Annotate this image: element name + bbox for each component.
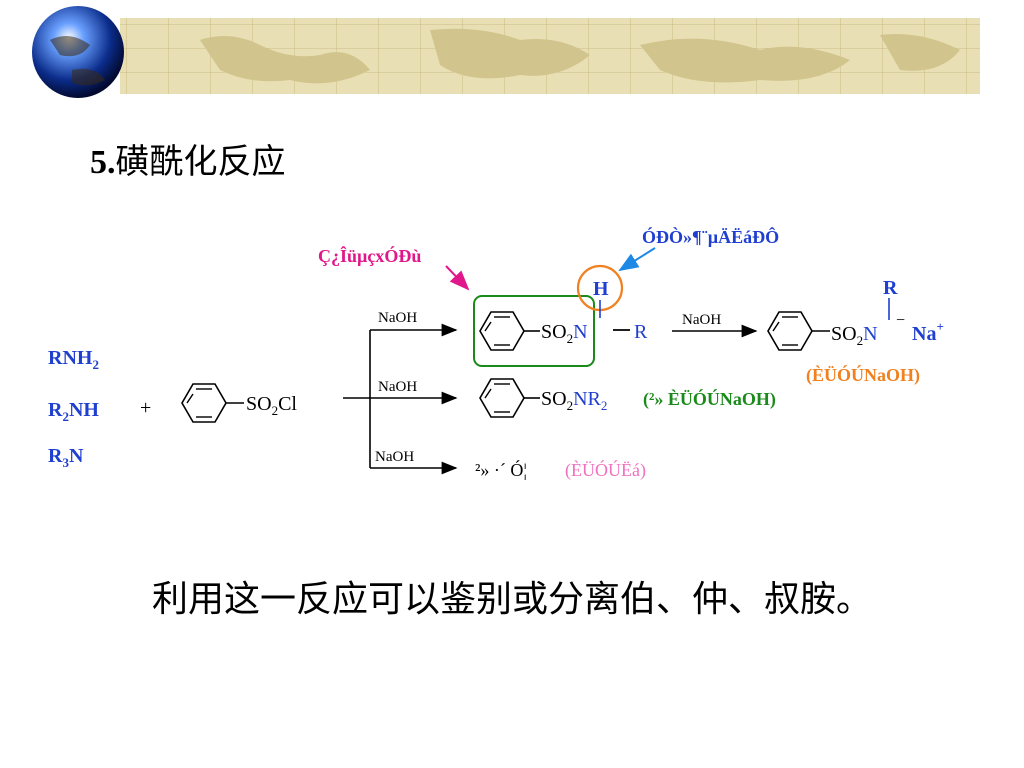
benzene-ring-icon — [767, 311, 830, 351]
reagent-label-2: NaOH — [378, 379, 417, 395]
reagent-label-4: NaOH — [682, 312, 721, 328]
reagent-label-3: NaOH — [375, 449, 414, 465]
amine-primary: RNH2 — [48, 347, 99, 372]
sodium-ion: Na+ — [912, 319, 944, 345]
product-1-label: SO2N — [541, 321, 588, 346]
top-annotation: ÓÐÒ»¶¨µÄËáÐÔ — [642, 226, 779, 247]
top-annotation-arrow — [618, 247, 656, 272]
product-3-note: (ÈÜÓÚËá) — [565, 459, 646, 481]
slide-title: 5.磺酰化反应 — [90, 134, 286, 183]
salt-solubility-note: (ÈÜÓÚNaOH) — [806, 364, 920, 386]
map-continent-shape — [200, 36, 370, 84]
salt-r: R — [883, 277, 898, 299]
product-1-r: R — [634, 321, 648, 343]
product-2-label: SO2NR2 — [541, 388, 607, 413]
benzene-ring-icon — [479, 311, 540, 351]
acidic-hydrogen: H — [593, 278, 609, 300]
salt-label: SO2N — [831, 323, 878, 348]
header-banner — [32, 6, 980, 98]
title-text: 磺酰化反应 — [115, 144, 286, 181]
product-2-note: (²» ÈÜÓÚNaOH) — [643, 388, 776, 410]
sulfonyl-chloride-label: SO2Cl — [246, 393, 297, 418]
left-annotation: Ç¿ÎüµçxÓÐù — [318, 245, 421, 266]
plus-sign: + — [140, 397, 151, 419]
map-continent-shape — [640, 38, 850, 83]
product-3-label: ²» ·´ Ó¦ — [475, 459, 527, 480]
map-continent-shape — [430, 28, 590, 79]
amine-tertiary: R3N — [48, 445, 84, 470]
title-number: 5. — [90, 144, 116, 181]
negative-charge: − — [896, 312, 905, 329]
slide-caption: 利用这一反应可以鉴别或分离伯、仲、叔胺。 — [151, 579, 872, 620]
amine-secondary: R2NH — [48, 399, 99, 424]
highlight-box-green — [473, 295, 595, 367]
benzene-ring-icon — [479, 378, 540, 418]
left-annotation-arrow — [445, 265, 470, 291]
benzene-ring-icon — [181, 383, 244, 423]
map-continent-shape — [880, 34, 960, 71]
reagent-label-1: NaOH — [378, 310, 417, 326]
